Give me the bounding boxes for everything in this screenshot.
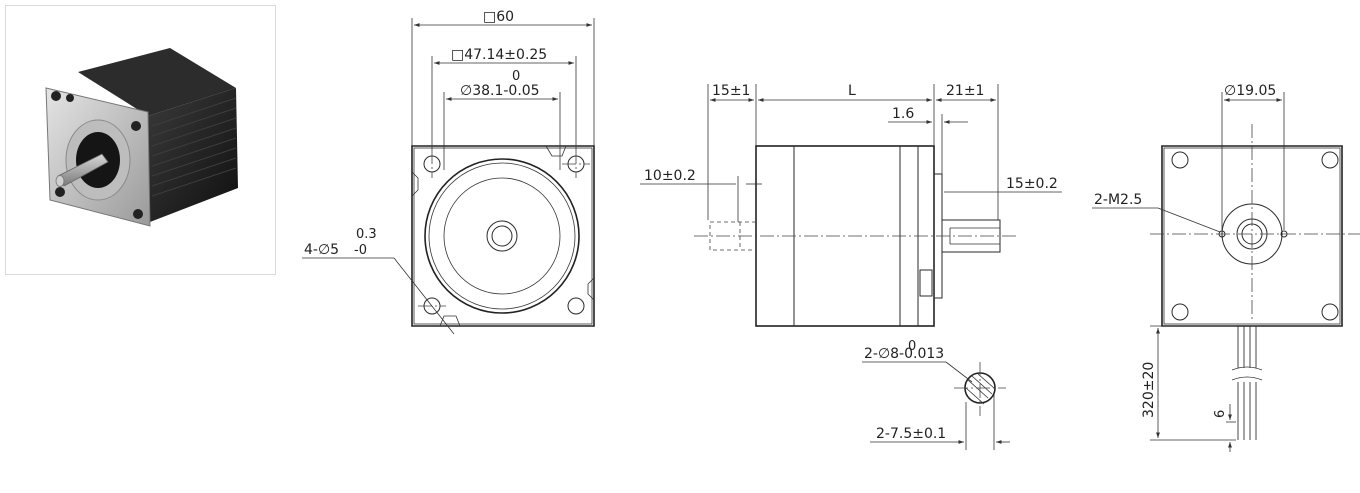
dim-rear-boss-diameter: ∅19.05 bbox=[1224, 83, 1276, 99]
dim-rear-shaft-length: 15±1 bbox=[712, 83, 750, 99]
dim-front-square: □60 bbox=[483, 9, 514, 25]
side-view bbox=[640, 84, 1062, 327]
dim-lead-strip: 6 bbox=[1213, 410, 1228, 418]
dim-hole-tolerance-lower: -0 bbox=[354, 243, 367, 258]
dim-hole-spec: 4-∅5 bbox=[304, 242, 339, 258]
front-view bbox=[302, 18, 595, 335]
dim-pilot-diameter: ∅38.1-0.05 bbox=[460, 83, 540, 99]
dim-bolt-square: □47.14±0.25 bbox=[451, 47, 547, 63]
dim-shaft-tolerance: 0 bbox=[908, 339, 916, 354]
dim-body-length: L bbox=[848, 83, 856, 99]
dim-pilot-tolerance: 0 bbox=[512, 69, 520, 84]
rear-view bbox=[1092, 92, 1360, 452]
stepper-motor-photo bbox=[45, 48, 238, 227]
dim-front-flat-length: 15±0.2 bbox=[1006, 176, 1058, 192]
shaft-section bbox=[862, 361, 1010, 450]
dim-lead-length: 320±20 bbox=[1141, 362, 1157, 418]
dim-rear-flat-length: 10±0.2 bbox=[644, 168, 696, 184]
dim-shaft-diameter: 2-∅8-0.013 bbox=[864, 346, 944, 362]
dim-front-shaft-length: 21±1 bbox=[946, 83, 984, 99]
dim-flat-depth: 2-7.5±0.1 bbox=[876, 426, 946, 442]
dim-boss-length: 1.6 bbox=[892, 106, 914, 122]
dim-hole-tolerance-upper: 0.3 bbox=[356, 227, 377, 242]
dim-rear-thread: 2-M2.5 bbox=[1094, 192, 1142, 208]
